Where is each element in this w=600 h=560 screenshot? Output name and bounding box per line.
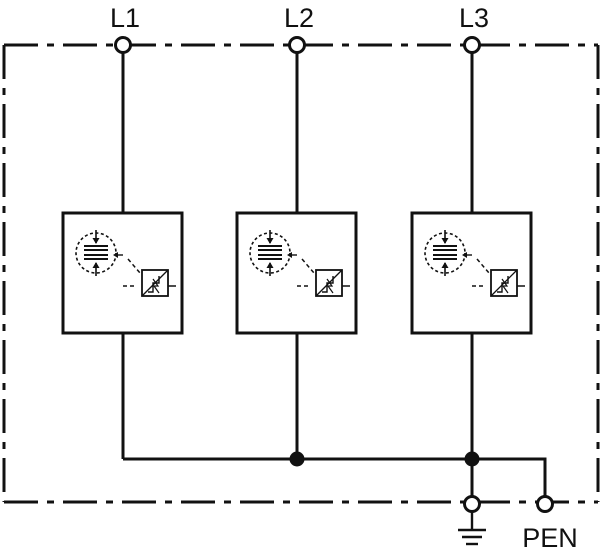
terminals xyxy=(114,36,554,513)
surge-module-l3 xyxy=(410,211,533,335)
phase-conductors xyxy=(121,53,547,496)
terminal-ground xyxy=(463,495,481,513)
junction-dot-l2 xyxy=(289,451,305,467)
ground-icon xyxy=(458,512,486,546)
label-l3: L3 xyxy=(459,3,489,33)
terminal-l2 xyxy=(288,36,306,54)
terminal-pen xyxy=(536,495,554,513)
label-l1: L1 xyxy=(110,3,140,33)
surge-module-l1 xyxy=(61,211,184,335)
label-l2: L2 xyxy=(284,3,314,33)
junction-dot-l3 xyxy=(464,451,480,467)
label-pen: PEN xyxy=(522,523,578,553)
common-bus-line xyxy=(123,457,547,496)
surge-module-l2 xyxy=(235,211,358,335)
terminal-l3 xyxy=(463,36,481,54)
terminal-l1 xyxy=(114,36,132,54)
junctions xyxy=(289,451,480,467)
